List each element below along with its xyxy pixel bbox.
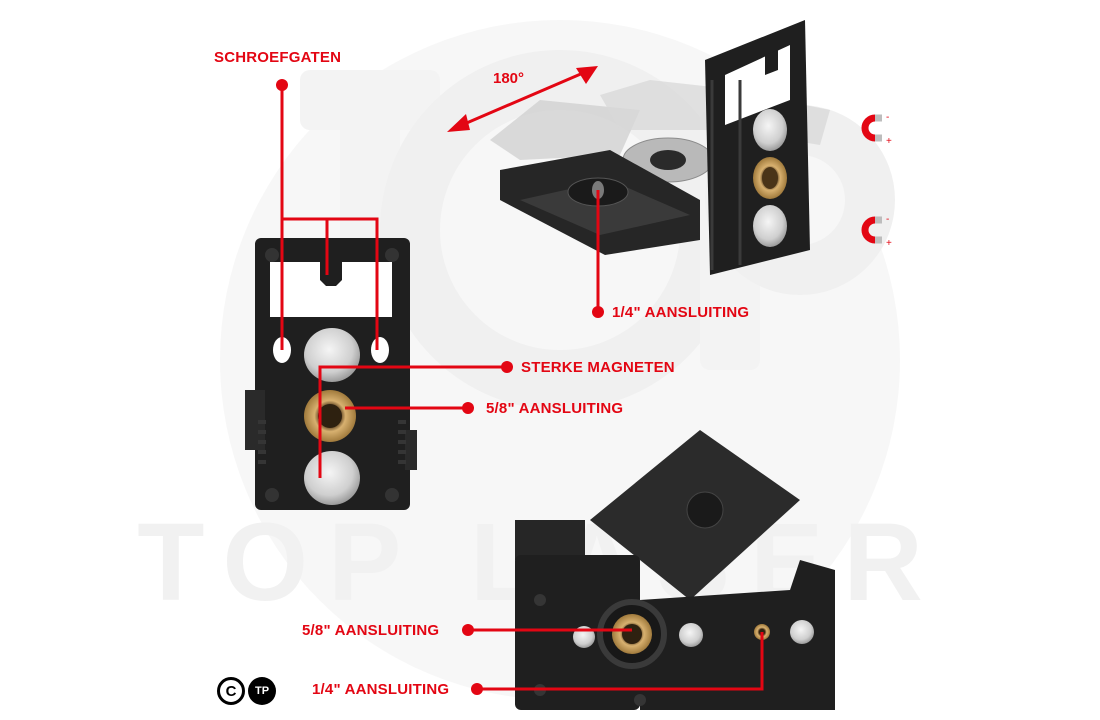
label-quarter-inch-top: 1/4" AANSLUITING (612, 304, 750, 321)
label-screw-holes: SCHROEFGATEN (214, 49, 342, 66)
callout-dots (276, 79, 604, 695)
tp-logo-icon: TP (248, 677, 276, 705)
magnet-icon (861, 216, 882, 244)
label-rotation-angle: 180° (493, 70, 525, 87)
tp-logo-text: TP (254, 685, 270, 697)
side-bracket-photo (515, 430, 835, 710)
polarity-plus: + (886, 238, 892, 249)
magnet-icon (861, 114, 882, 142)
callout-lines (280, 85, 764, 691)
copyright-icon: C (217, 677, 245, 705)
label-quarter-inch-bottom: 1/4" AANSLUITING (312, 681, 450, 698)
polarity-plus: + (886, 136, 892, 147)
label-five-eighth-mid: 5/8" AANSLUITING (486, 400, 624, 417)
copyright-symbol: C (225, 682, 237, 700)
label-strong-magnets: STERKE MAGNETEN (521, 359, 675, 376)
label-five-eighth-bottom: 5/8" AANSLUITING (302, 622, 440, 639)
front-bracket-photo (245, 238, 417, 510)
polarity-minus: - (886, 112, 889, 123)
polarity-minus: - (886, 214, 889, 225)
rotation-arrow (447, 66, 598, 132)
top-bracket-photo (490, 20, 830, 275)
